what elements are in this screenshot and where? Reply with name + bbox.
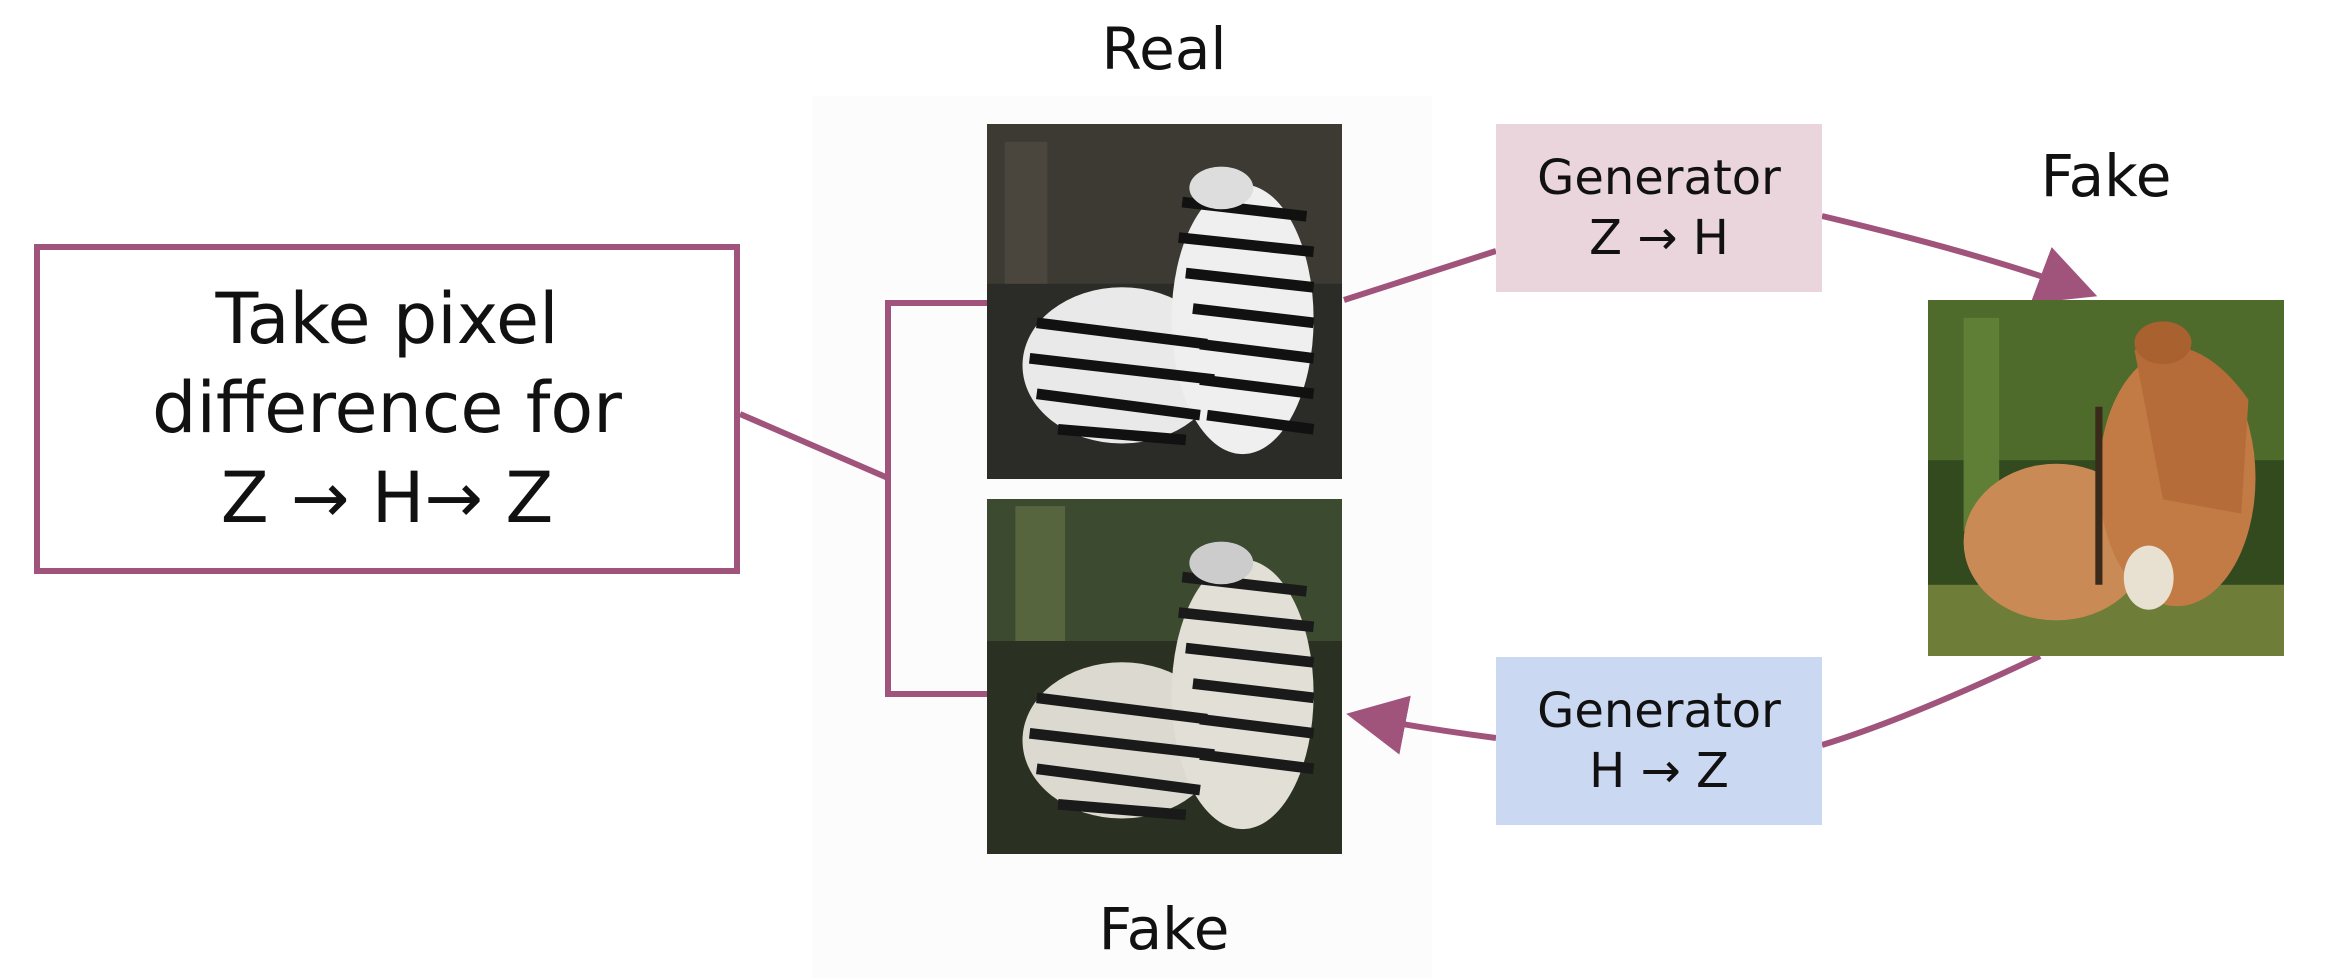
- fake-zebra-label: Fake: [1098, 895, 1230, 963]
- real-zebra-image: [987, 124, 1342, 479]
- generator-h-to-z-title: Generator: [1537, 683, 1781, 739]
- generator-h-to-z-box: Generator H → Z: [1496, 657, 1822, 825]
- generator-z-to-h-title: Generator: [1537, 150, 1781, 206]
- fake-horse-image: [1928, 300, 2284, 656]
- fake-horse-label: Fake: [2040, 142, 2172, 210]
- generator-z-to-h-mapping: Z → H: [1589, 210, 1729, 266]
- pixel-difference-box: Take pixel difference for Z → H→ Z: [34, 244, 740, 574]
- generator-h-to-z-mapping: H → Z: [1589, 743, 1729, 799]
- pixel-box-line-3: Z → H→ Z: [220, 456, 554, 539]
- fake-zebra-image: [987, 499, 1342, 854]
- generator-zh-to-horse-arrow: [1821, 213, 2098, 304]
- generator-z-to-h-box: Generator Z → H: [1496, 124, 1822, 292]
- pixel-box-line-2: difference for: [152, 367, 622, 450]
- real-label: Real: [1101, 15, 1227, 83]
- horse-to-generator-hz-line: [1821, 653, 2042, 748]
- pixel-box-line-1: Take pixel: [215, 277, 559, 360]
